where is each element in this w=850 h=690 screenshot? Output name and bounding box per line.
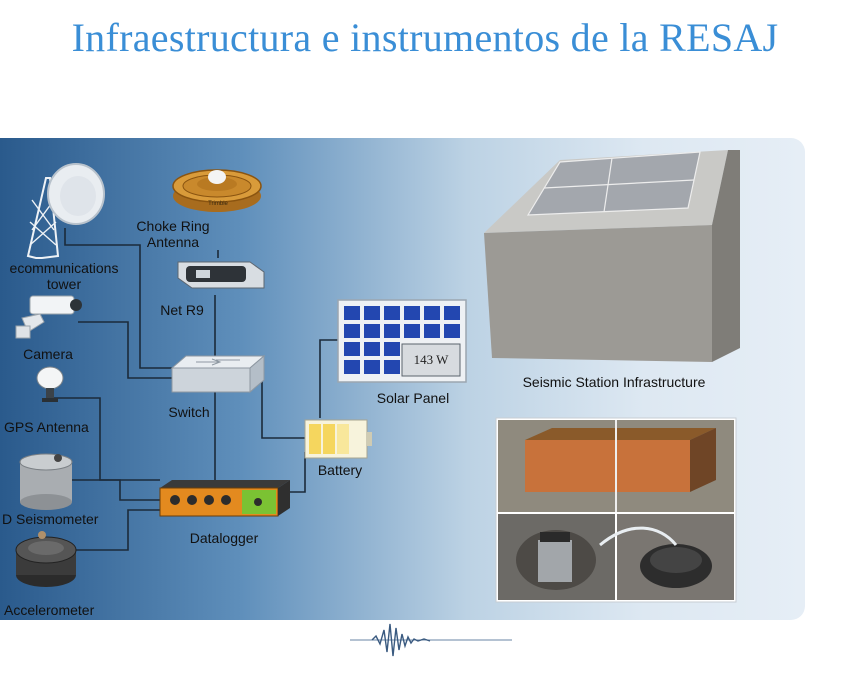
solar-wattage: 143 W [414, 352, 450, 367]
line-switch-battery [255, 377, 305, 439]
net-r9-receiver-icon [177, 261, 265, 289]
camera-icon [15, 295, 82, 339]
label-net-r9: Net R9 [160, 302, 204, 318]
seismometer-icon [19, 453, 73, 510]
line-seismo-datalogger [72, 479, 160, 501]
label-solar-panel: Solar Panel [376, 390, 450, 406]
label-datalogger: Datalogger [189, 530, 259, 546]
gps-antenna-icon [36, 366, 64, 402]
line-camera-switch [78, 321, 178, 379]
label-choke-ring-antenna: Choke Ring Antenna [136, 218, 210, 250]
solar-panel-icon: 143 W [337, 299, 467, 383]
choke-ring-antenna-icon: Trimble [172, 169, 262, 212]
seismogram-waveform-icon [350, 623, 512, 657]
telecom-tower-icon [26, 163, 105, 259]
line-accel-datalogger [75, 509, 160, 551]
label-gps-antenna: GPS Antenna [4, 419, 89, 435]
label-camera: Camera [23, 346, 73, 362]
station-infrastructure-photo [484, 150, 740, 362]
network-switch-icon [170, 354, 266, 394]
accelerometer-icon [15, 531, 77, 587]
equipment-photo-collage [495, 417, 737, 603]
label-seismometer: D Seismometer [2, 511, 99, 527]
label-station-infrastructure: Seismic Station Infrastructure [522, 374, 706, 390]
line-tower-switch [64, 228, 178, 369]
choke-ring-brand: Trimble [208, 201, 228, 207]
battery-icon [304, 419, 372, 459]
slide-title: Infraestructura e instrumentos de la RES… [71, 15, 779, 60]
line-gps-datalogger [52, 397, 160, 481]
label-switch: Switch [168, 404, 210, 420]
label-accelerometer: Accelerometer [4, 602, 95, 618]
label-battery: Battery [317, 462, 363, 478]
line-solar-battery [319, 339, 338, 418]
datalogger-icon [159, 480, 290, 517]
label-telecom-tower: ecommunications tower [9, 260, 119, 292]
